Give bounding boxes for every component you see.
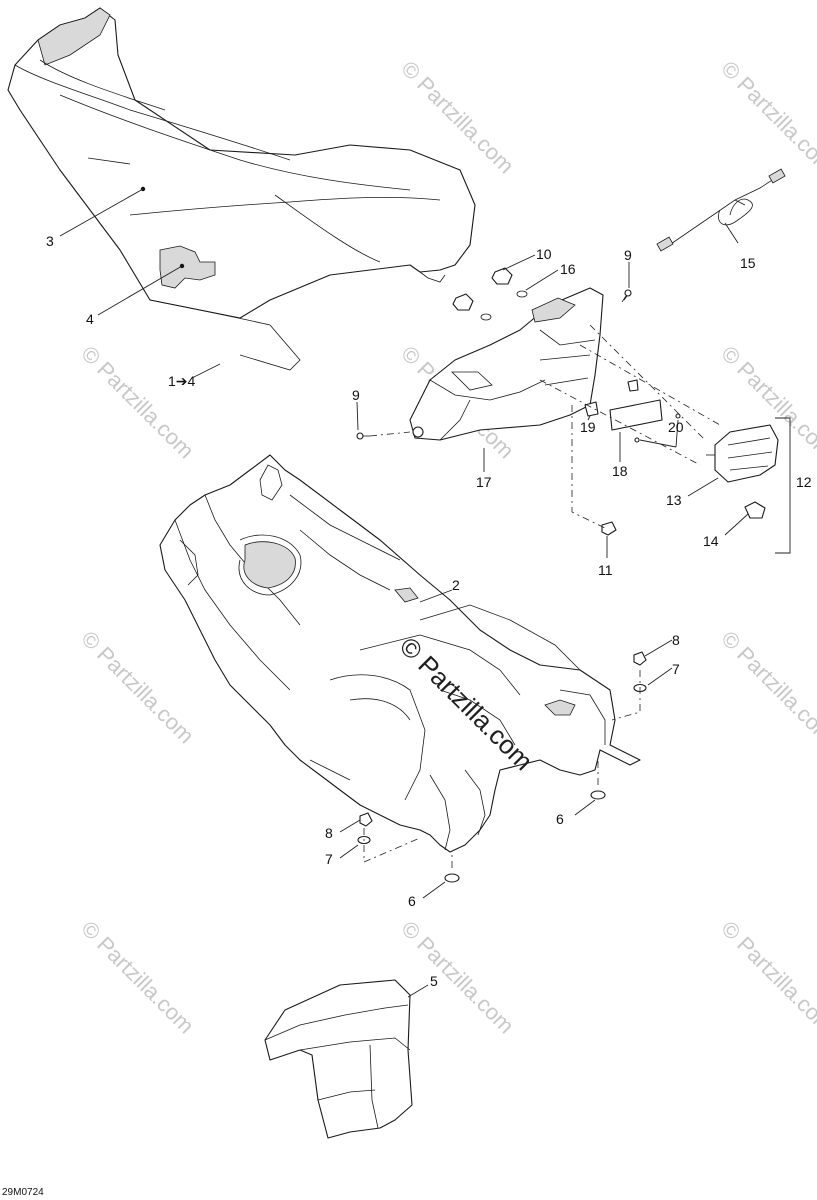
callout-17: 17	[476, 474, 492, 490]
body-part	[159, 454, 641, 853]
leader-lines	[59, 188, 749, 998]
hardware-parts	[356, 267, 681, 883]
tail-light-part	[706, 424, 779, 519]
watermark: © Partzilla.com	[76, 626, 199, 749]
bracket-12	[775, 417, 791, 554]
callout-13: 13	[666, 492, 682, 508]
callout-2: 2	[452, 577, 460, 593]
watermark: © Partzilla.com	[396, 916, 519, 1039]
callout-6b: 6	[408, 893, 416, 909]
callout-12: 12	[796, 474, 812, 490]
callout-8a: 8	[672, 632, 680, 648]
callout-1-4: 1➔4	[168, 373, 196, 389]
callout-10: 10	[536, 246, 552, 262]
callouts: 3 4 1➔4 10 16 9 15 9 19 20 12 17 18 13 1…	[46, 233, 812, 989]
callout-7a: 7	[672, 661, 680, 677]
callout-8b: 8	[325, 825, 333, 841]
tail-housing-part	[409, 287, 604, 441]
watermark: © Partzilla.com	[716, 916, 817, 1039]
harness-part	[656, 168, 786, 252]
alignment-lines	[363, 324, 721, 868]
callout-9a: 9	[624, 247, 632, 263]
callout-9b: 9	[352, 387, 360, 403]
callout-7b: 7	[325, 851, 333, 867]
callout-15: 15	[740, 255, 756, 271]
callout-14: 14	[703, 533, 719, 549]
callout-5: 5	[430, 973, 438, 989]
watermark: © Partzilla.com	[76, 341, 199, 464]
figure-code: 29M0724	[2, 1187, 44, 1198]
callout-16: 16	[560, 261, 576, 277]
watermark: © Partzilla.com	[716, 56, 817, 179]
callout-4: 4	[86, 311, 94, 327]
callout-20: 20	[668, 419, 684, 435]
callout-6a: 6	[556, 811, 564, 827]
watermark: © Partzilla.com	[76, 916, 199, 1039]
callout-18: 18	[612, 463, 628, 479]
callout-11: 11	[598, 562, 613, 578]
seat-part	[7, 7, 476, 371]
cover-part	[264, 979, 413, 1139]
watermark: © Partzilla.com	[716, 626, 817, 749]
callout-3: 3	[46, 233, 54, 249]
callout-19: 19	[580, 419, 596, 435]
